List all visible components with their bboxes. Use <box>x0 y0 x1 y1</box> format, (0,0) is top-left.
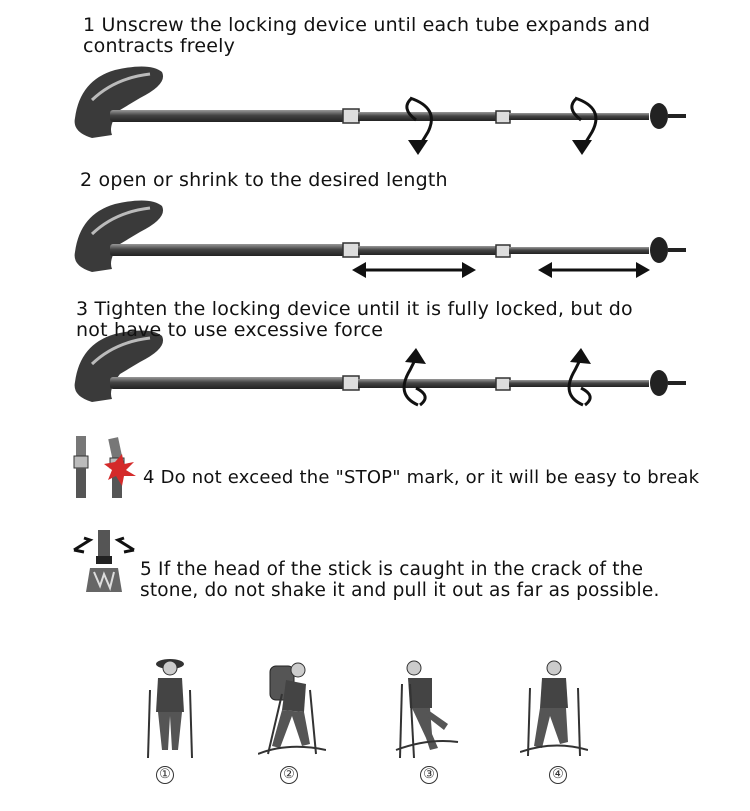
hiker-number-4: ④ <box>549 766 567 784</box>
rotate-up-arrow-icon <box>402 348 427 407</box>
hiker-illustration-1 <box>147 659 193 759</box>
rotate-up-arrow-icon <box>567 348 592 407</box>
step-3-text: 3 Tighten the locking device until it is… <box>76 298 633 341</box>
step-5-text: 5 If the head of the stick is caught in … <box>140 559 660 601</box>
double-arrow-icon <box>352 262 476 278</box>
step-2-text: 2 open or shrink to the desired length <box>80 169 448 191</box>
pole-1 <box>74 66 686 155</box>
hiker-number-1: ① <box>156 766 174 784</box>
hiker-illustration-4 <box>520 660 588 757</box>
hiker-illustration-3 <box>395 660 459 759</box>
rotate-down-arrow-icon <box>570 96 598 155</box>
hiker-number-2: ② <box>280 766 298 784</box>
step-4-text: 4 Do not exceed the "STOP" mark, or it w… <box>143 467 700 488</box>
hiker-illustration-2 <box>258 662 326 755</box>
step-1-text: 1 Unscrew the locking device until each … <box>83 14 651 57</box>
broken-tube-icon <box>73 436 136 498</box>
shake-warning-icon <box>73 530 135 592</box>
pole-2 <box>74 200 686 278</box>
double-arrow-icon <box>538 262 650 278</box>
rotate-down-arrow-icon <box>405 96 433 155</box>
hiker-number-3: ③ <box>420 766 438 784</box>
pole-3 <box>74 330 686 407</box>
